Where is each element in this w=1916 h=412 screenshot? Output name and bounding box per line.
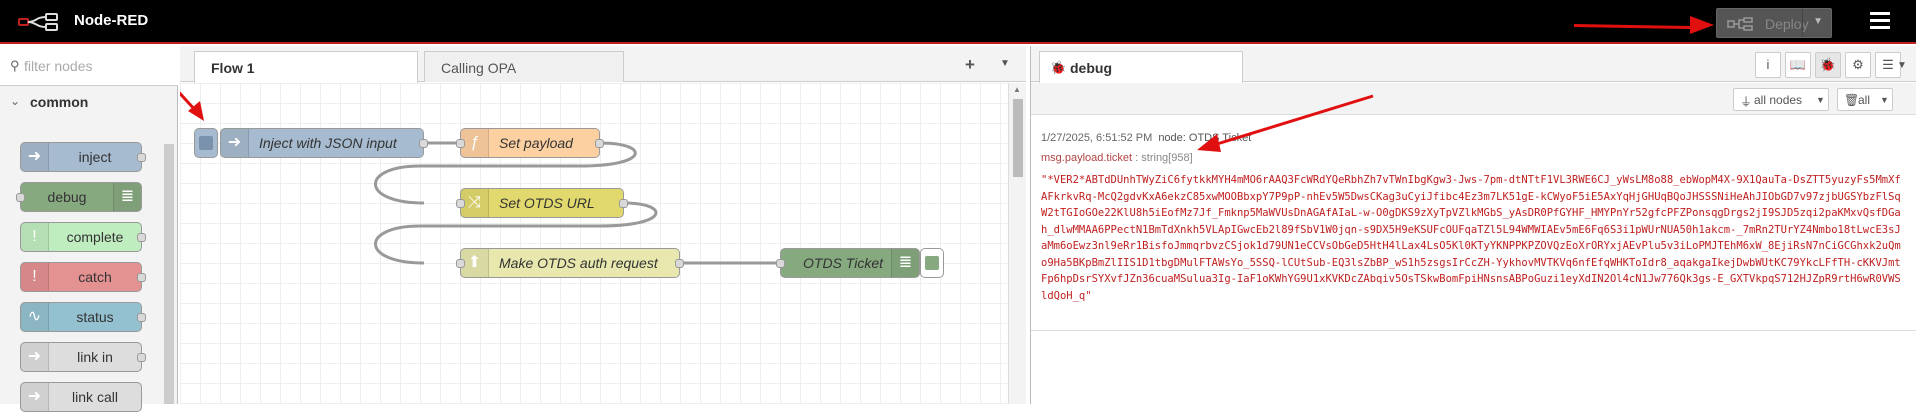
header-bar: Node-RED Deploy ▼ bbox=[0, 0, 1916, 44]
annotation-arrow-sidebar bbox=[1197, 94, 1374, 152]
input-port bbox=[16, 193, 25, 202]
canvas-vertical-scrollbar[interactable]: ▲ bbox=[1008, 83, 1026, 404]
flow-node-inject-with-json[interactable]: ➜ Inject with JSON input bbox=[220, 128, 428, 158]
debug-message-divider bbox=[1031, 330, 1916, 331]
tab-debug[interactable]: 🐞 debug bbox=[1039, 51, 1243, 83]
palette-node-complete[interactable]: ! complete bbox=[20, 222, 146, 252]
debug-list-icon: ≣ bbox=[891, 249, 919, 277]
flow-node-set-otds-url[interactable]: ⤨ Set OTDS URL bbox=[456, 188, 628, 218]
function-icon: ƒ bbox=[461, 129, 489, 157]
context-data-icon[interactable]: ☰ bbox=[1875, 52, 1901, 78]
palette-node-link-call[interactable]: ➜ link call bbox=[20, 382, 142, 412]
debug-list-icon: ≣ bbox=[113, 183, 141, 211]
exclamation-icon: ! bbox=[21, 263, 49, 291]
filter-all-nodes-button[interactable]: ⏚ all nodes ▼ bbox=[1733, 88, 1829, 111]
help-book-icon[interactable]: 📖 bbox=[1785, 52, 1811, 78]
palette-node-link-in[interactable]: ➜ link in bbox=[20, 342, 146, 372]
tab-flow-1[interactable]: Flow 1 bbox=[194, 51, 418, 83]
gear-icon[interactable]: ⚙ bbox=[1845, 52, 1871, 78]
output-port bbox=[137, 153, 146, 162]
scroll-up-icon[interactable]: ▲ bbox=[1013, 85, 1021, 94]
pulse-icon: ∿ bbox=[21, 303, 49, 331]
debug-toolbar: ⏚ all nodes ▼ 🗑 all ▼ bbox=[1031, 83, 1916, 115]
annotation-arrow bbox=[1573, 24, 1699, 30]
input-port bbox=[456, 199, 465, 208]
debug-message-path[interactable]: msg.payload.ticket : string[958] bbox=[1041, 152, 1193, 164]
app-title: Node-RED bbox=[74, 12, 149, 29]
output-port bbox=[137, 273, 146, 282]
output-port bbox=[137, 353, 146, 362]
filter-icon: ⏚ bbox=[1740, 95, 1753, 109]
bug-icon: 🐞 bbox=[1050, 60, 1067, 75]
annotation-arrowhead bbox=[1690, 16, 1714, 34]
change-icon: ⤨ bbox=[461, 189, 489, 217]
node-palette: ⚲ filter nodes ⌄ common ➜ inject debug ≣… bbox=[0, 46, 178, 412]
deploy-button[interactable]: Deploy ▼ bbox=[1716, 8, 1832, 38]
debug-sidebar: 🐞 debug i 📖 🐞 ⚙ ☰ ▼ ⏚ all nodes ▼ 🗑 all … bbox=[1030, 46, 1916, 404]
flow-node-otds-ticket[interactable]: OTDS Ticket ≣ bbox=[776, 248, 920, 278]
debug-bug-icon[interactable]: 🐞 bbox=[1815, 52, 1841, 78]
palette-category-header[interactable]: ⌄ common bbox=[0, 90, 162, 116]
flow-canvas[interactable]: ➜ Inject with JSON input ƒ Set payload ⤨… bbox=[180, 83, 1008, 404]
trash-icon: 🗑 bbox=[1844, 93, 1860, 107]
output-port bbox=[595, 139, 604, 148]
output-port bbox=[137, 233, 146, 242]
debug-path-text: msg.payload.ticket bbox=[1041, 152, 1133, 164]
chevron-down-icon: ▼ bbox=[1880, 95, 1889, 105]
deploy-icon bbox=[1727, 17, 1753, 31]
tab-calling-opa[interactable]: Calling OPA bbox=[424, 51, 624, 82]
deploy-separator bbox=[1802, 9, 1803, 37]
palette-scrollbar[interactable] bbox=[164, 144, 174, 404]
sidebar-menu-caret-icon[interactable]: ▼ bbox=[1897, 60, 1907, 71]
debug-timestamp: 1/27/2025, 6:51:52 PM bbox=[1041, 132, 1153, 144]
info-icon[interactable]: i bbox=[1755, 52, 1781, 78]
arrow-icon: ➜ bbox=[21, 143, 49, 171]
inject-trigger-icon bbox=[199, 136, 213, 150]
flow-node-inject-button[interactable] bbox=[194, 128, 218, 158]
clear-all-button[interactable]: 🗑 all ▼ bbox=[1837, 88, 1893, 111]
input-port bbox=[456, 259, 465, 268]
input-port bbox=[776, 259, 785, 268]
http-request-icon: ⬆ bbox=[461, 249, 489, 277]
input-port bbox=[456, 139, 465, 148]
debug-toggle-icon bbox=[925, 256, 939, 270]
main-menu-icon[interactable] bbox=[1870, 12, 1890, 30]
flow-node-make-otds-auth-request[interactable]: ⬆ Make OTDS auth request bbox=[456, 248, 684, 278]
debug-toggle-button[interactable] bbox=[920, 248, 944, 278]
flow-node-set-payload[interactable]: ƒ Set payload bbox=[456, 128, 604, 158]
arrow-icon: ➜ bbox=[221, 129, 249, 157]
sidebar-tabs: 🐞 debug i 📖 🐞 ⚙ ☰ ▼ bbox=[1031, 46, 1916, 83]
deploy-label: Deploy bbox=[1765, 16, 1809, 32]
output-port bbox=[137, 313, 146, 322]
output-port bbox=[675, 259, 684, 268]
debug-type-text: : string[958] bbox=[1132, 152, 1193, 164]
deploy-caret-icon[interactable]: ▼ bbox=[1813, 16, 1823, 27]
filter-nodes-input[interactable]: filter nodes bbox=[24, 58, 93, 74]
workspace-tabs: Flow 1 Calling OPA bbox=[180, 46, 1026, 83]
category-label: common bbox=[30, 94, 89, 110]
output-port bbox=[419, 139, 428, 148]
palette-node-inject[interactable]: ➜ inject bbox=[20, 142, 146, 172]
wires bbox=[374, 141, 777, 265]
link-call-icon: ➜ bbox=[21, 383, 49, 411]
palette-node-debug[interactable]: debug ≣ bbox=[16, 182, 142, 212]
chevron-down-icon: ▼ bbox=[1816, 95, 1825, 105]
debug-message-value[interactable]: "*VER2*ABTdDUnhTWyZiC6fytkkMYH4mMO6rAAQ3… bbox=[1041, 174, 1901, 302]
annotation-arrow-canvas bbox=[180, 91, 204, 121]
palette-node-catch[interactable]: ! catch bbox=[20, 262, 146, 292]
add-flow-icon[interactable]: + bbox=[965, 55, 975, 74]
exclamation-icon: ! bbox=[21, 223, 49, 251]
palette-filter[interactable]: ⚲ filter nodes bbox=[0, 46, 178, 86]
search-icon: ⚲ bbox=[10, 58, 20, 73]
flow-list-caret-icon[interactable]: ▼ bbox=[1000, 58, 1010, 69]
chevron-down-icon: ⌄ bbox=[10, 94, 21, 108]
palette-node-status[interactable]: ∿ status bbox=[20, 302, 146, 332]
output-port bbox=[619, 199, 628, 208]
node-red-logo-icon bbox=[18, 13, 58, 31]
link-in-icon: ➜ bbox=[21, 343, 49, 371]
scrollbar-thumb[interactable] bbox=[1013, 99, 1023, 177]
